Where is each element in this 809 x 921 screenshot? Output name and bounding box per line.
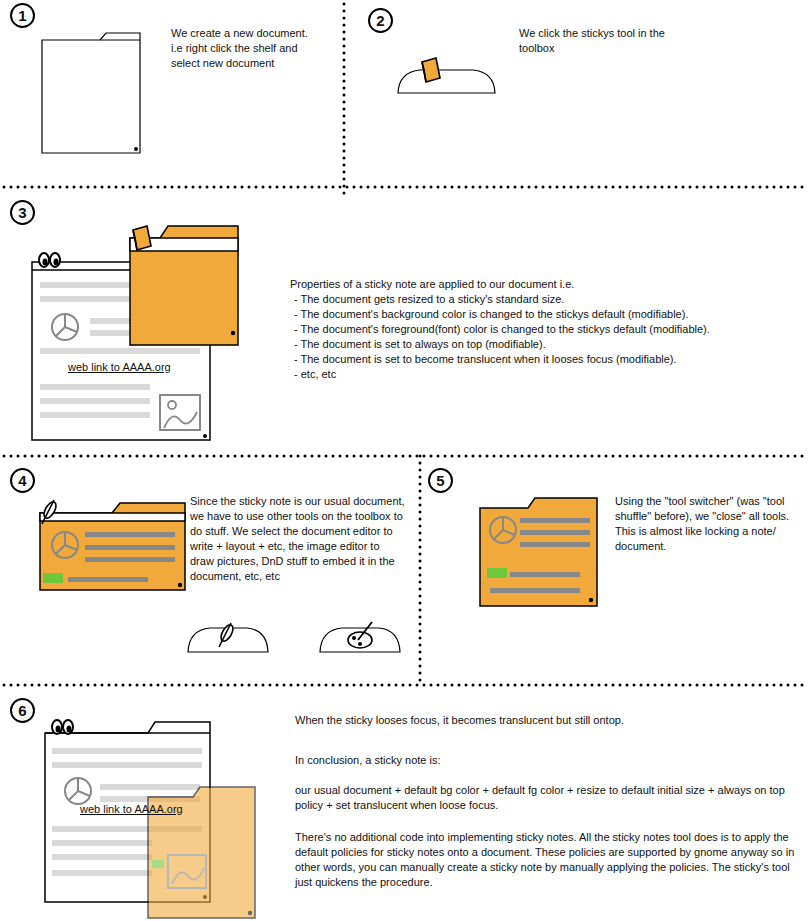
description-text: In conclusion, a sticky note is: [295, 754, 441, 766]
web-link: web link to AAAA.org [80, 803, 183, 816]
description-text: When the sticky looses focus, it becomes… [295, 713, 800, 728]
document-window-region: web link to AAAA.org [45, 722, 210, 902]
sticky-folder [130, 226, 238, 345]
step-number-text: 6 [18, 703, 26, 718]
step-number: 4 [10, 468, 35, 493]
step-number-text: 3 [18, 205, 26, 220]
description-text: Since the sticky note is our usual docum… [190, 495, 405, 582]
locked-sticky [480, 498, 597, 606]
description-text: In conclusion, a sticky note is: [295, 753, 800, 768]
description-text: - The document's foreground(font) color … [294, 323, 710, 335]
description-text: - The document's background color is cha… [294, 308, 688, 320]
description-text: We create a new document. i.e right clic… [171, 27, 308, 69]
description-text: - The document is set to become transluc… [294, 353, 677, 365]
description-text: Properties of a sticky note are applied … [290, 278, 574, 290]
description-text: We click the stickys tool in the toolbox [519, 27, 665, 54]
step-number-text: 2 [376, 13, 384, 28]
document-window-region: web link to AAAA.org [32, 262, 210, 440]
panel-divider [4, 4, 806, 685]
description-text: our usual document + default bg color + … [295, 783, 800, 813]
description-text: - The document is set to become transluc… [294, 352, 805, 367]
description-text: Using the "tool switcher" (was "tool shu… [615, 494, 803, 554]
description-text: - The document is set to always on top (… [294, 338, 546, 350]
description-text: - The document gets resized to a sticky'… [294, 292, 805, 307]
description-text: Using the "tool switcher" (was "tool shu… [615, 495, 789, 552]
step-number-text: 4 [18, 473, 26, 488]
description-text: There's no additional code into implemen… [295, 830, 800, 890]
step-number: 2 [368, 8, 393, 33]
step-number-text: 1 [18, 8, 26, 23]
description-text: When the sticky looses focus, it becomes… [295, 714, 624, 726]
description-text: - The document's foreground(font) color … [294, 322, 805, 337]
description-text: We click the stickys tool in the toolbox [519, 26, 669, 56]
step-number-text: 5 [436, 473, 444, 488]
step-number: 3 [10, 200, 35, 225]
description-text: Since the sticky note is our usual docum… [190, 494, 405, 584]
sticky-document-editing [40, 500, 185, 590]
toolbox-editor-tools [188, 622, 400, 652]
description-text: We create a new document. i.e right clic… [171, 26, 321, 71]
description-text: - etc, etc [294, 368, 336, 380]
step-number: 5 [428, 468, 453, 493]
description-text: - The document is set to always on top (… [294, 337, 805, 352]
step-number: 6 [10, 698, 35, 723]
blank-document [42, 33, 140, 153]
web-link: web link to AAAA.org [68, 361, 171, 374]
toolbox-sticky-tool [398, 58, 495, 93]
step-number: 1 [10, 3, 35, 28]
description-text: Properties of a sticky note are applied … [290, 277, 805, 292]
description-text: our usual document + default bg color + … [295, 784, 785, 811]
description-text: - The document's background color is cha… [294, 307, 805, 322]
description-text: - The document gets resized to a sticky'… [294, 293, 564, 305]
description-text: There's no additional code into implemen… [295, 831, 794, 888]
description-text: - etc, etc [294, 367, 805, 382]
